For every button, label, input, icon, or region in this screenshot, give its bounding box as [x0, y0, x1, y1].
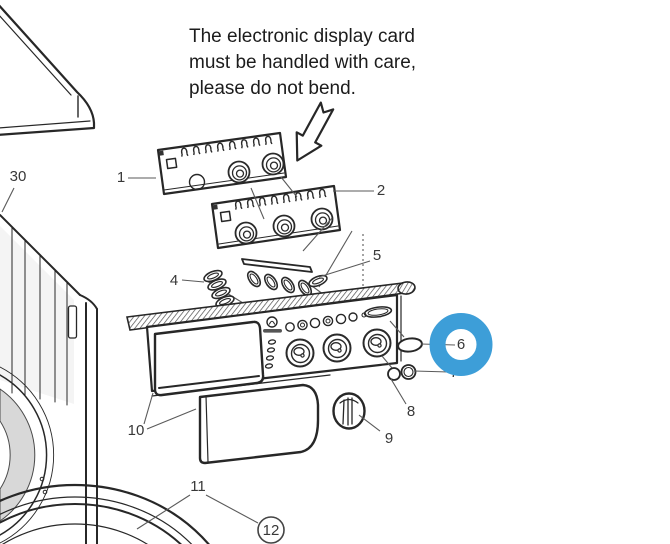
handling-note: The electronic display card must be hand…: [189, 26, 416, 99]
small-buttons-7-8: [387, 364, 417, 381]
part-label-9: 9: [385, 430, 393, 447]
encoder-board1-1: [227, 160, 251, 184]
trim-end-cap: [397, 281, 416, 295]
callout-8[interactable]: 8: [390, 378, 415, 420]
display-board-2: [210, 184, 342, 250]
handle-with-care-arrow-icon: [295, 101, 335, 162]
indicator-light-column: [264, 339, 277, 369]
option-button-row: [285, 312, 367, 332]
part-label-5: 5: [373, 247, 381, 264]
note-line-1: The electronic display card: [189, 26, 415, 47]
detergent-drawer-opening: [153, 320, 265, 397]
part-label-4: 4: [170, 272, 178, 289]
callout-2[interactable]: 2: [333, 182, 385, 199]
button-strip-part-5: [241, 258, 330, 299]
drawer-front-panel: [198, 383, 320, 465]
program-knob-part-9: [332, 392, 366, 430]
brand-logo-icon: [263, 316, 282, 333]
porthole-opening: [0, 366, 55, 544]
callout-10[interactable]: 10: [128, 392, 197, 439]
note-line-2: must be handled with care,: [189, 52, 416, 73]
callout-12[interactable]: 12: [257, 516, 285, 544]
button-stack-part-4: [201, 267, 237, 310]
note-line-3: please do not bend.: [189, 78, 356, 99]
part-label-12: 12: [263, 522, 280, 539]
encoder-board1-2: [261, 152, 285, 176]
control-panel: [126, 281, 423, 397]
washer-cabinet: [0, 214, 98, 544]
highlight-ring[interactable]: [429, 313, 493, 376]
callout-1[interactable]: 1: [117, 169, 156, 186]
callout-5[interactable]: 5: [318, 247, 381, 278]
callout-11[interactable]: 11: [136, 478, 259, 530]
encoder-board2-1: [234, 221, 258, 245]
encoder-board2-3: [310, 207, 334, 231]
encoder-board2-2: [272, 214, 296, 238]
part-label-2: 2: [377, 182, 385, 199]
hinge-bracket: [67, 305, 78, 339]
callout-30[interactable]: 30: [1, 168, 27, 213]
porthole-door: [0, 483, 210, 544]
callout-4[interactable]: 4: [170, 272, 205, 289]
callout-6[interactable]: 6: [420, 313, 493, 376]
part-label-1: 1: [117, 169, 125, 186]
part-label-8: 8: [407, 403, 415, 420]
panel-knob-1: [285, 338, 315, 368]
part-label-6: 6: [457, 336, 465, 353]
washer-top-lid: [0, 4, 96, 136]
callout-9[interactable]: 9: [358, 414, 393, 447]
panel-knob-2: [322, 333, 352, 363]
display-board-1: [156, 131, 288, 196]
oval-button-part-6: [397, 337, 423, 353]
circled-label-ring: [257, 516, 285, 544]
display-window: [363, 306, 393, 318]
part-label-11: 11: [190, 478, 206, 495]
panel-knob-3: [362, 328, 392, 358]
part-label-10: 10: [128, 422, 145, 439]
part-label-30: 30: [10, 168, 27, 185]
